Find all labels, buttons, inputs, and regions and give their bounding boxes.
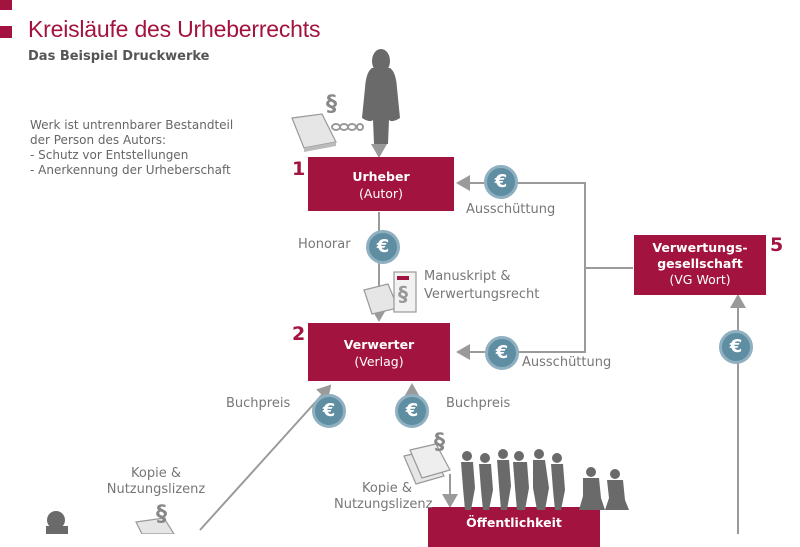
node-gesellschaft-title-1: Verwertungs- (652, 240, 748, 255)
author-rights-note: Werk ist untrennbarer Bestandteil der Pe… (30, 118, 233, 178)
node-urheber-sub: (Autor) (359, 186, 403, 201)
label-kopie-left: Kopie & Nutzungslizenz (96, 466, 216, 498)
reader-figure-icon (46, 511, 68, 534)
line-buchpreis-left (199, 384, 332, 531)
node-gesellschaft-sub: (VG Wort) (669, 272, 731, 287)
node-verwertungsgesellschaft: Verwertungs- gesellschaft (VG Wort) (634, 235, 766, 295)
node-urheber-title: Urheber (352, 169, 410, 184)
page-subtitle: Das Beispiel Druckwerke (28, 49, 210, 64)
label-buchpreis-left: Buchpreis (226, 396, 291, 411)
chain-icon (331, 123, 364, 131)
paragraph-symbol-urheber: § (326, 92, 337, 117)
accent-bar-title (0, 26, 12, 38)
node-number-verwerter: 2 (292, 323, 306, 345)
node-oeffentlichkeit: Öffentlichkeit (428, 507, 600, 547)
accent-bar-top (0, 0, 12, 10)
euro-coin-ausschuettung-mid: € (485, 336, 519, 370)
author-figure-icon (362, 49, 400, 144)
paragraph-symbol-public: § (434, 430, 445, 455)
node-gesellschaft-title-2: gesellschaft (657, 256, 743, 271)
node-verwerter-sub: (Verlag) (354, 354, 404, 369)
node-verwerter-title: Verwerter (343, 337, 415, 352)
label-kopie-left-2: Nutzungslizenz (106, 482, 206, 497)
label-ausschuettung-mid: Ausschüttung (522, 355, 612, 370)
euro-coin-honorar: € (366, 230, 400, 264)
label-kopie-left-1: Kopie & (131, 466, 181, 481)
euro-coin-buchpreis-right: € (395, 394, 429, 428)
node-number-urheber: 1 (292, 158, 306, 180)
label-buchpreis-right: Buchpreis (446, 396, 511, 411)
label-ausschuettung-top: Ausschüttung (466, 202, 556, 217)
book-stack-icon (403, 443, 451, 485)
label-manuskript-1: Manuskript & (424, 269, 511, 284)
note-line: - Anerkennung der Urheberschaft (30, 163, 231, 177)
paragraph-symbol-bottom: § (156, 502, 167, 527)
node-verwerter: Verwerter (Verlag) (308, 323, 450, 381)
label-manuskript-2: Verwertungsrecht (424, 287, 540, 302)
line-ausschuettung-top (456, 175, 586, 268)
book-icon-bottom (135, 517, 175, 534)
book-paragraph-icon (291, 113, 337, 152)
node-number-gesellschaft: 5 (770, 234, 784, 256)
node-urheber: Urheber (Autor) (308, 157, 454, 211)
public-crowd-icon (461, 449, 629, 510)
page-title: Kreisläufe des Urheberrechts (28, 16, 321, 42)
paragraph-symbol-manuskript: § (398, 282, 408, 306)
label-honorar: Honorar (298, 237, 351, 252)
euro-coin-ausschuettung-top: € (484, 165, 518, 199)
note-line: der Person des Autors: (30, 133, 167, 147)
euro-coin-buchpreis-left: € (312, 394, 346, 428)
label-kopie-right-1: Kopie & (362, 481, 412, 496)
label-kopie-right: Kopie & Nutzungslizenz (334, 481, 433, 513)
manuscript-icon (363, 271, 417, 315)
note-line: - Schutz vor Entstellungen (30, 148, 189, 162)
node-oeffentlichkeit-title: Öffentlichkeit (466, 515, 562, 530)
note-line: Werk ist untrennbarer Bestandteil (30, 118, 234, 132)
euro-coin-gesellschaft: € (719, 330, 753, 364)
label-kopie-right-2: Nutzungslizenz (334, 497, 433, 512)
